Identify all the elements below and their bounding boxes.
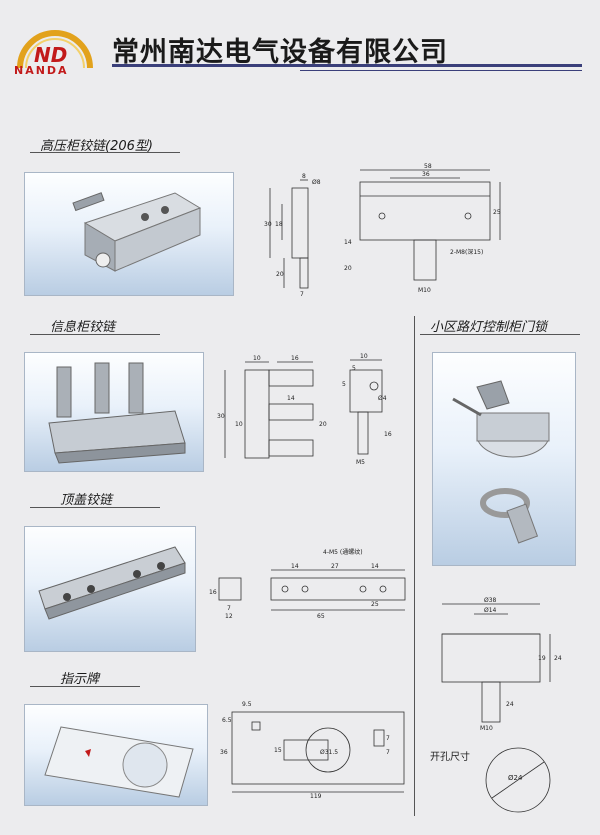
drawing-hv-front: 58 36 25 14 20 2-M8(深15) M10 [344,163,501,294]
dim-label: 36 [220,749,228,756]
drawing-street-lock: Ø38 Ø14 19 24 24 M10 [441,597,562,732]
dim-label: 65 [317,613,325,620]
indicator-image [44,726,194,798]
title-indicator: 指示牌 [60,672,100,687]
title-underline [30,334,160,335]
logo-mark: ND [34,43,67,67]
dim-label: M10 [418,287,431,294]
header-rule [112,64,582,67]
drawing-indicator: 9.5 6.5 15 Ø31.5 36 7 7 119 [220,701,405,800]
photo-street-lock [432,352,576,566]
dim-label: 16 [209,589,217,596]
dim-label: 27 [331,563,339,570]
photo-indicator [24,704,208,806]
top-hinge-image [38,546,186,620]
drawing-top-hinge: 16 7 12 4-M5 (通螺纹) 14 27 14 65 25 [209,548,406,620]
dim-label: Ø31.5 [320,749,338,756]
dim-label: 25 [493,209,501,216]
dim-label: 30 [264,221,272,228]
dim-label: 30 [217,413,225,420]
dim-label: 24 [554,655,562,662]
dim-label: 2-M8(深15) [450,248,483,256]
dim-label: 25 [371,601,379,608]
street-lock-image [452,380,550,544]
dim-label: 14 [371,563,379,570]
dim-label: 4-M5 (通螺纹) [323,548,363,556]
title-underline [30,686,140,687]
title-top-hinge: 顶盖铰链 [60,493,113,508]
dim-label: 20 [319,421,327,428]
header-rule-thin [300,70,582,71]
dim-label: 16 [384,431,392,438]
nanda-logo: ND [17,30,93,69]
dim-label: 58 [424,163,432,170]
company-name: 常州南达电气设备有限公司 [112,37,448,68]
dim-label: 10 [253,355,261,362]
info-hinge-image [48,362,186,464]
dim-label: 119 [310,793,322,800]
dim-label: M5 [356,459,365,466]
dim-label: 10 [235,421,243,428]
dim-label: 7 [227,605,231,612]
dim-label: M10 [480,725,493,732]
dim-label: 36 [422,171,430,178]
title-hv-hinge: 高压柜铰链(206型) [40,139,153,154]
drawing-info-side: 10 5 5 Ø4 16 M5 [342,353,392,466]
photo-hv-hinge [24,172,234,296]
dim-label: Ø24 [508,774,523,782]
hole-size-label: 开孔尺寸 [430,752,470,763]
dim-label: 7 [300,291,304,298]
dim-label: 19 [538,655,546,662]
dim-label: 6.5 [222,717,232,724]
drawing-hv-side: 8 Ø8 30 18 20 7 [264,173,321,298]
dim-label: 5 [352,365,356,372]
dim-label: 9.5 [242,701,252,708]
dim-label: 14 [291,563,299,570]
title-underline [30,152,180,153]
dim-label: Ø8 [312,179,321,186]
dim-label: 16 [291,355,299,362]
dim-label: 7 [386,749,390,756]
title-info-hinge: 信息柜铰链 [50,320,116,335]
dim-label: Ø14 [484,607,497,614]
photo-top-hinge [24,526,196,652]
title-underline [30,507,160,508]
drawing-hole: Ø24 [485,747,551,813]
photo-info-hinge [24,352,204,472]
title-street-lock: 小区路灯控制柜门锁 [430,320,548,335]
dim-label: 15 [274,747,282,754]
logo-word: NANDA [14,64,69,77]
dim-label: 24 [506,701,514,708]
dim-label: 14 [344,239,352,246]
dim-label: 20 [276,271,284,278]
dim-label: Ø4 [378,395,387,402]
dim-label: 14 [287,395,295,402]
dim-label: 5 [342,381,346,388]
dim-label: 8 [302,173,306,180]
drawing-info-front: 10 16 14 30 10 20 [217,355,327,459]
hv-hinge-image [72,192,202,272]
dim-label: 20 [344,265,352,272]
dim-label: 10 [360,353,368,360]
dim-label: 7 [386,735,390,742]
title-underline [420,334,580,335]
column-divider [414,316,415,816]
dim-label: Ø38 [484,597,497,604]
dim-label: 12 [225,613,233,620]
dim-label: 18 [275,221,283,228]
